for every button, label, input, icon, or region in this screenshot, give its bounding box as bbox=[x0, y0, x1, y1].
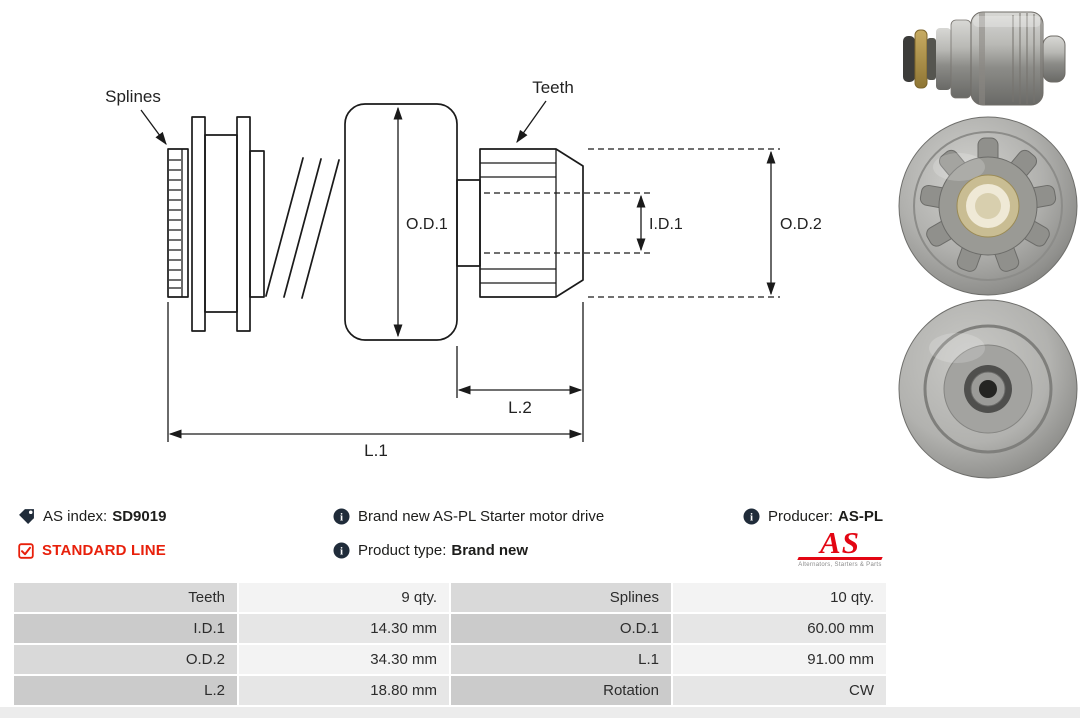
svg-text:i: i bbox=[340, 546, 343, 558]
spec-label: Rotation bbox=[451, 676, 671, 705]
technical-drawing: Splines Teeth O.D.1 bbox=[105, 78, 822, 460]
as-pl-logo-tagline: Alternators, Starters & Parts bbox=[798, 562, 882, 568]
svg-text:i: i bbox=[340, 512, 343, 524]
fork-flange bbox=[191, 116, 265, 332]
spec-label: L.2 bbox=[14, 676, 237, 705]
spec-table: Teeth 9 qty. Splines 10 qty. I.D.1 14.30… bbox=[14, 583, 886, 705]
as-index-label: AS index: bbox=[43, 508, 108, 525]
spec-value: 60.00 mm bbox=[673, 614, 886, 643]
tag-icon bbox=[19, 509, 34, 524]
label-od1: O.D.1 bbox=[406, 216, 448, 233]
splined-shaft bbox=[167, 148, 189, 298]
splines-pointer-arrow bbox=[140, 109, 167, 146]
as-index-value: SD9019 bbox=[112, 508, 167, 525]
product-description: Brand new AS-PL Starter motor drive bbox=[358, 508, 605, 525]
producer-row: i Producer: AS-PL bbox=[743, 508, 883, 525]
as-index-row: AS index: SD9019 bbox=[18, 508, 166, 525]
label-l2: L.2 bbox=[508, 398, 532, 417]
standard-line-row: STANDARD LINE bbox=[18, 542, 166, 559]
as-pl-logo: AS Alternators, Starters & Parts bbox=[796, 525, 884, 568]
label-teeth: Teeth bbox=[532, 78, 574, 97]
spec-label: Splines bbox=[451, 583, 671, 612]
label-od2: O.D.2 bbox=[780, 216, 822, 233]
footer-strip bbox=[0, 707, 1080, 718]
pinion-gear bbox=[479, 148, 584, 298]
spec-value: 18.80 mm bbox=[239, 676, 449, 705]
spec-label: Teeth bbox=[14, 583, 237, 612]
spec-value: CW bbox=[673, 676, 886, 705]
spec-value: 91.00 mm bbox=[673, 645, 886, 674]
producer-value: AS-PL bbox=[838, 508, 884, 525]
product-type-label: Product type: bbox=[358, 542, 447, 559]
checkbox-checked-icon bbox=[18, 542, 34, 559]
photo-front-view bbox=[898, 116, 1078, 296]
spec-label: O.D.1 bbox=[451, 614, 671, 643]
spec-label: L.1 bbox=[451, 645, 671, 674]
info-icon: i bbox=[743, 508, 760, 525]
spec-value: 9 qty. bbox=[239, 583, 449, 612]
svg-text:i: i bbox=[750, 512, 753, 524]
info-icon: i bbox=[333, 542, 350, 559]
label-splines: Splines bbox=[105, 87, 161, 106]
product-type-value: Brand new bbox=[451, 542, 529, 559]
photo-rear-view bbox=[898, 299, 1078, 479]
as-pl-logo-text: AS bbox=[820, 525, 860, 560]
step-shaft bbox=[456, 179, 481, 267]
standard-line-label: STANDARD LINE bbox=[42, 542, 166, 559]
product-photos bbox=[880, 0, 1080, 480]
info-icon: i bbox=[333, 508, 350, 525]
label-id1: I.D.1 bbox=[649, 216, 683, 233]
product-type-row: i Product type: Brand new bbox=[333, 542, 528, 559]
producer-label: Producer: bbox=[768, 508, 834, 525]
photo-side-view bbox=[903, 11, 1066, 106]
spec-label: O.D.2 bbox=[14, 645, 237, 674]
description-row: i Brand new AS-PL Starter motor drive bbox=[333, 508, 604, 525]
as-pl-logo-underline bbox=[797, 557, 883, 560]
spec-value: 34.30 mm bbox=[239, 645, 449, 674]
label-l1: L.1 bbox=[364, 441, 388, 460]
spec-value: 10 qty. bbox=[673, 583, 886, 612]
spec-label: I.D.1 bbox=[14, 614, 237, 643]
spec-value: 14.30 mm bbox=[239, 614, 449, 643]
teeth-pointer-arrow bbox=[516, 100, 547, 144]
spring bbox=[265, 157, 340, 299]
